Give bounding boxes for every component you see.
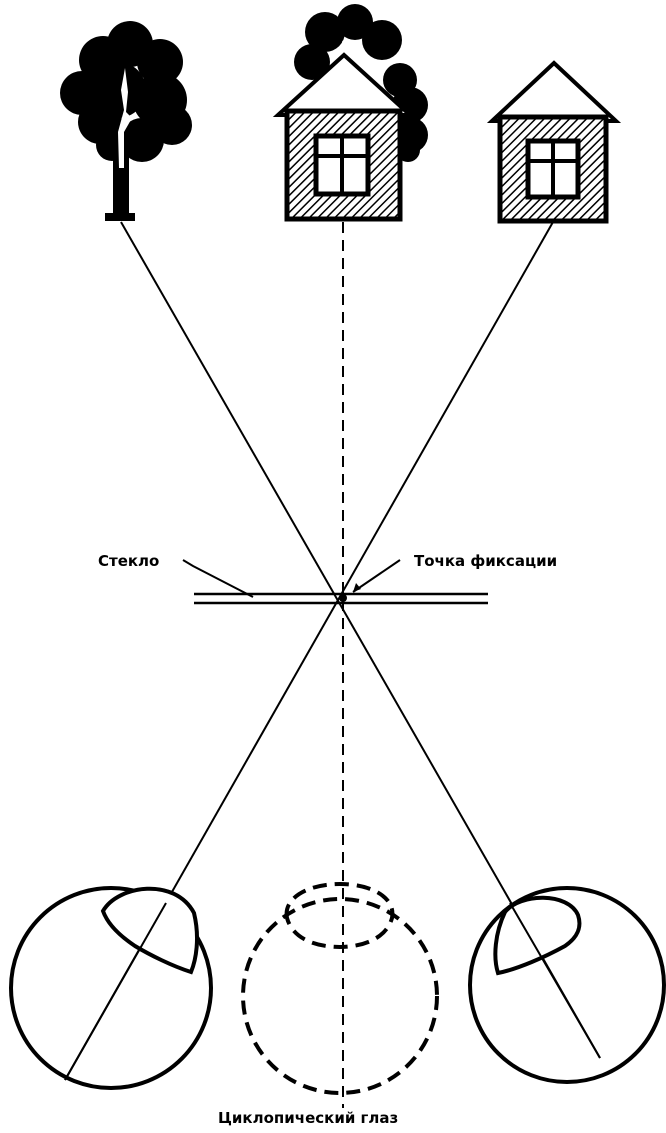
glass-label: Стекло: [98, 552, 159, 570]
tree-icon: [60, 21, 192, 221]
fixation-label-leader: [353, 560, 400, 592]
fixation-point-label: Точка фиксации: [414, 552, 557, 570]
house-icon: [492, 63, 616, 221]
fixation-point-marker: [339, 594, 347, 602]
cyclopean-eye-icon: [243, 884, 437, 1093]
left-eye-icon: [11, 888, 211, 1088]
house-with-tree-icon: [278, 4, 428, 219]
glass-label-leader: [183, 560, 253, 597]
right-eye-icon: [470, 888, 664, 1082]
sight-lines: [65, 222, 600, 1108]
cyclopean-eye-label: Циклопический глаз: [218, 1109, 398, 1127]
